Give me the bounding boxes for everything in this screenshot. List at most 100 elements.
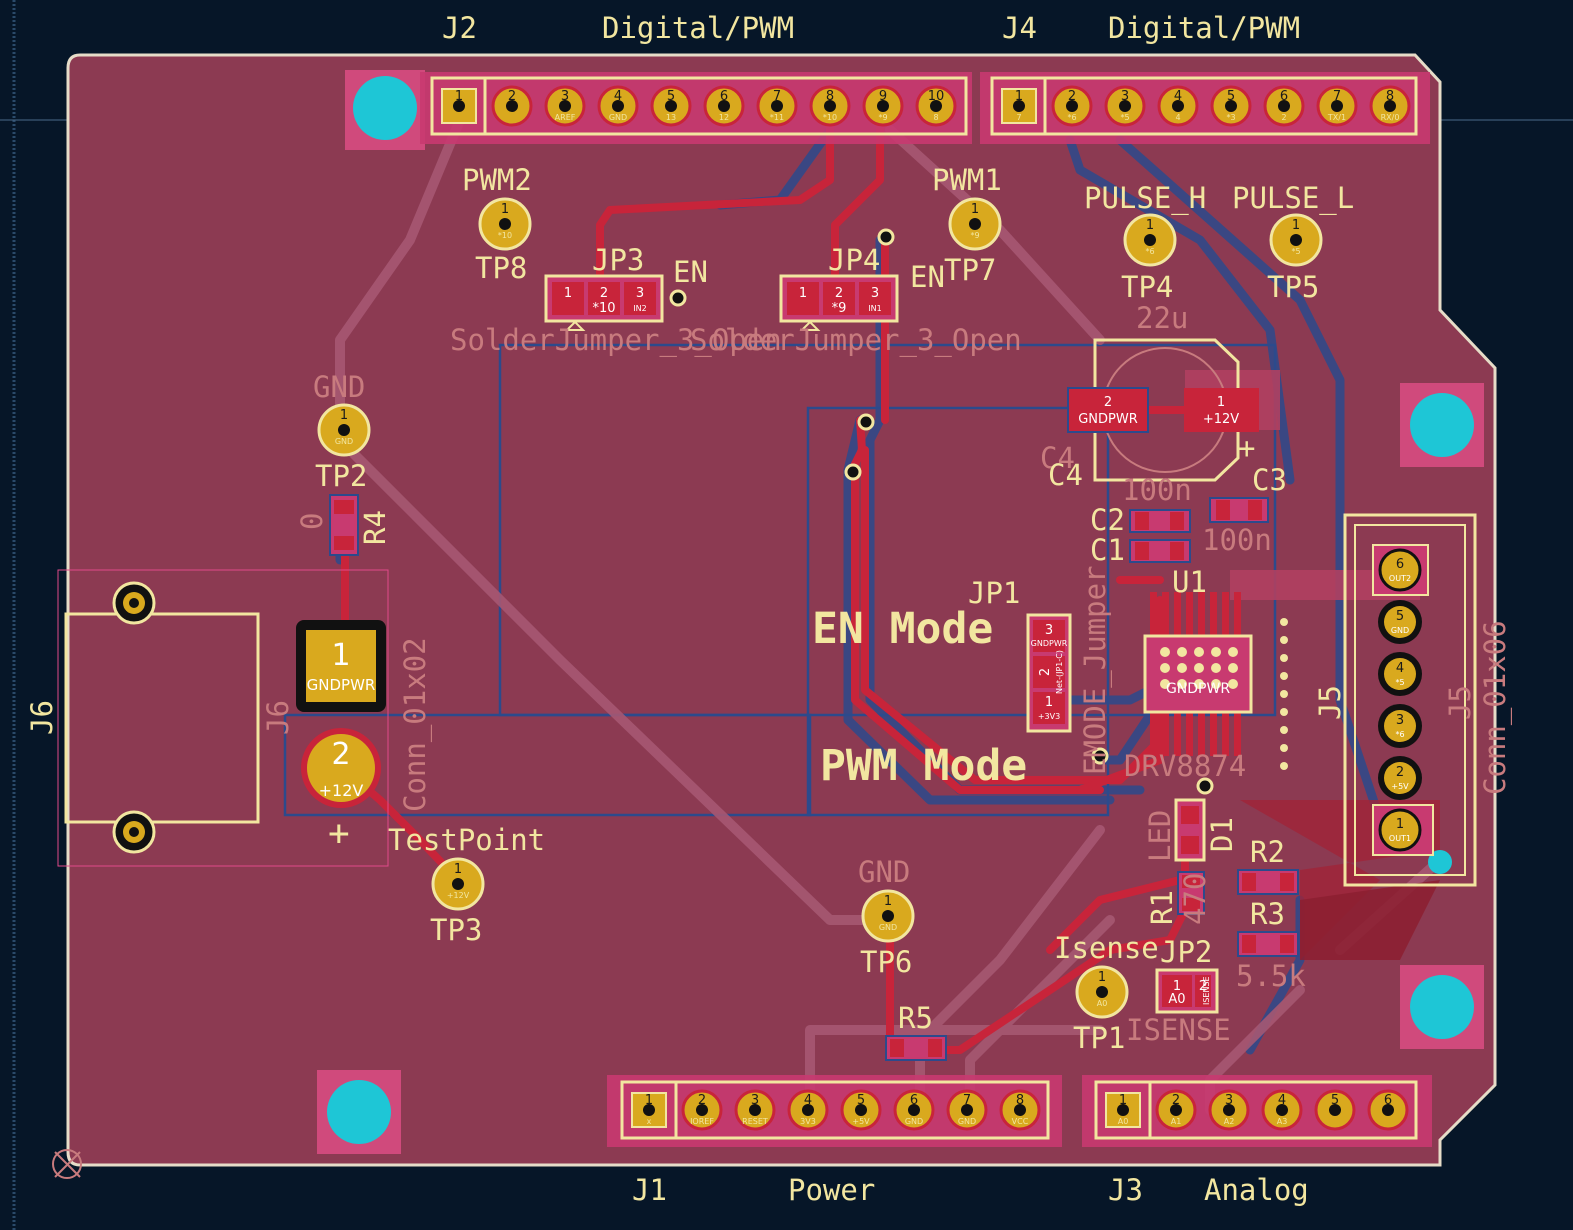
- j3-pin-4[interactable]: 4A3: [1261, 1089, 1303, 1131]
- tp1-ref: TP1: [1073, 1021, 1125, 1055]
- c4-ref: C4: [1048, 458, 1083, 492]
- c4-ghost-ref: C4: [1040, 441, 1075, 475]
- thermal-via: [1228, 663, 1238, 673]
- j3-pin-2[interactable]: 2A1: [1155, 1089, 1197, 1131]
- svg-text:IN1: IN1: [868, 304, 881, 313]
- j5-pin-4[interactable]: 4*5: [1378, 652, 1422, 696]
- j2-pin-8[interactable]: 8*10: [809, 85, 851, 127]
- j2-pin-10[interactable]: 108: [915, 85, 957, 127]
- j4-pin-6[interactable]: 62: [1263, 85, 1305, 127]
- j1-pin-1[interactable]: 1x: [631, 1092, 667, 1128]
- tp6[interactable]: 1 GND GND TP6: [858, 855, 915, 979]
- j2-pin-2[interactable]: 2: [491, 85, 533, 127]
- pin-number: 4: [1174, 89, 1182, 104]
- svg-text:*10: *10: [498, 231, 512, 240]
- pin-number: 2: [698, 1093, 706, 1108]
- j2-pin-6[interactable]: 612: [703, 85, 745, 127]
- capacitor-c1[interactable]: C1: [1090, 533, 1191, 567]
- j4-pin-5[interactable]: 5*3: [1210, 85, 1252, 127]
- j2-pin-5[interactable]: 513: [650, 85, 692, 127]
- pin-number: 2: [1172, 1093, 1180, 1108]
- resistor-r2[interactable]: R2: [1237, 835, 1299, 895]
- resistor-r1[interactable]: R1 470: [1145, 871, 1212, 925]
- power-jack-j6[interactable]: 1 GNDPWR 2 +12V + J6 J6 Conn_01x02: [25, 569, 433, 867]
- pin-number: 1: [645, 1093, 653, 1108]
- svg-text:*6: *6: [1145, 247, 1154, 256]
- tp4[interactable]: 1 *6 PULSE_H TP4: [1084, 181, 1206, 304]
- pin-number: 1: [1119, 1093, 1127, 1108]
- svg-text:1: 1: [799, 286, 807, 301]
- jumper-jp4[interactable]: 1 2 *9 3 IN1 JP4 EN SolderJumper_3_Open: [690, 228, 1022, 358]
- j3-pin-5[interactable]: 5: [1314, 1089, 1356, 1131]
- pin-number: 4: [1396, 661, 1404, 676]
- tp3-value: TestPoint: [388, 823, 545, 857]
- r1-ref: R1: [1145, 890, 1179, 925]
- j4-pin-1[interactable]: 17: [1001, 88, 1037, 124]
- j5-value: Conn_01x06: [1478, 620, 1513, 795]
- j5-pin-3[interactable]: 3*6: [1378, 704, 1422, 748]
- j1-label: Power: [788, 1173, 875, 1207]
- pin-number: 9: [879, 89, 887, 104]
- capacitor-c4[interactable]: 2 GNDPWR 1 +12V + 22u C4 C4: [1040, 301, 1259, 492]
- jumper-jp1[interactable]: 3 GNDPWR 2 Net-(JP1-C) 1 +3V3 JP1 EMODE_…: [968, 565, 1113, 775]
- jumper-jp2[interactable]: 1 A0 2 ISENSE JP2 ISENSE: [1126, 935, 1231, 1047]
- j2-pin-9[interactable]: 9*9: [862, 85, 904, 127]
- header-j1[interactable]: J1 Power 1x2IOREF3RESET43V35+5V6GND7GND8…: [607, 1075, 1062, 1207]
- svg-text:GNDPWR: GNDPWR: [1078, 412, 1138, 427]
- j2-pin-7[interactable]: 7*11: [756, 85, 798, 127]
- svg-text:1: 1: [501, 202, 509, 217]
- j4-pin-4[interactable]: 44: [1157, 85, 1199, 127]
- j5-pin-2[interactable]: 2+5V: [1378, 756, 1422, 800]
- svg-text:1: 1: [1173, 979, 1181, 994]
- resistor-r3[interactable]: R3 5.5k: [1236, 897, 1306, 993]
- resistor-r5[interactable]: R5: [885, 1001, 947, 1061]
- pin-net: RX/0: [1381, 113, 1400, 122]
- pin-net: x: [647, 1117, 652, 1126]
- tp8[interactable]: 1 *10 PWM2 TP8: [462, 163, 532, 285]
- j4-pin-8[interactable]: 8RX/0: [1369, 85, 1411, 127]
- j2-pin-1[interactable]: 1: [441, 88, 477, 124]
- capacitor-c3[interactable]: C3 100n: [1202, 463, 1287, 557]
- tp3[interactable]: 1 +12V TestPoint TP3: [388, 823, 545, 947]
- tp5[interactable]: 1 *5 PULSE_L TP5: [1232, 181, 1354, 304]
- tp1[interactable]: 1 A0 Isense TP1: [1054, 931, 1159, 1055]
- j3-pin-3[interactable]: 3A2: [1208, 1089, 1250, 1131]
- tp8-value: PWM2: [462, 163, 532, 197]
- j4-pin-7[interactable]: 7TX/1: [1316, 85, 1358, 127]
- u1-pin: [1150, 712, 1157, 756]
- pin-number: 3: [561, 89, 569, 104]
- tp3-ref: TP3: [430, 913, 482, 947]
- ic-u1[interactable]: GNDPWR U1 DRV8874: [1124, 565, 1253, 783]
- en-mode-label: EN Mode: [812, 604, 993, 654]
- tp2[interactable]: 1 GND GND TP2: [313, 370, 371, 493]
- j3-pin-6[interactable]: 6: [1367, 1089, 1409, 1131]
- resistor-r4[interactable]: R4 0: [295, 494, 392, 556]
- j4-pin-3[interactable]: 3*5: [1104, 85, 1146, 127]
- capacitor-c2[interactable]: C2 100n: [1090, 473, 1192, 537]
- j3-pin-1[interactable]: 1A0: [1105, 1092, 1141, 1128]
- pin-number: 8: [1386, 89, 1394, 104]
- j1-pin-5[interactable]: 5+5V: [840, 1089, 882, 1131]
- j4-pin-2[interactable]: 2*6: [1051, 85, 1093, 127]
- thermal-via: [1228, 679, 1238, 689]
- jp2-value: ISENSE: [1126, 1013, 1231, 1047]
- led-d1[interactable]: D1 LED: [1143, 798, 1239, 862]
- jumper-jp3[interactable]: 1 2 *10 3 IN2 JP3 EN SolderJumper_3_Open: [450, 243, 782, 358]
- tp7[interactable]: 1 *9 PWM1 TP7: [932, 163, 1002, 287]
